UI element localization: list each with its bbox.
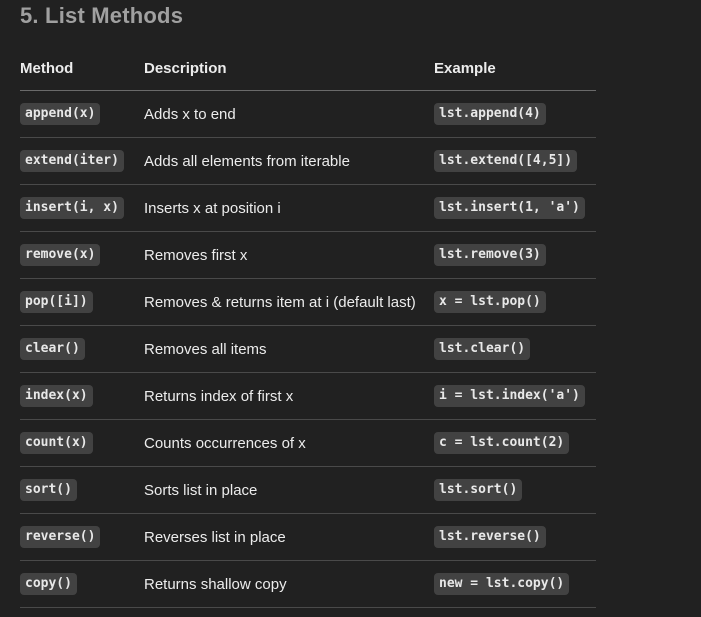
example-code: lst.insert(1, 'a') (434, 197, 585, 219)
example-code: c = lst.count(2) (434, 432, 570, 454)
example-code: x = lst.pop() (434, 291, 546, 313)
list-methods-table: Method Description Example append(x) Add… (20, 46, 596, 608)
table-row: index(x) Returns index of first x i = ls… (20, 373, 596, 420)
example-code: lst.append(4) (434, 103, 546, 125)
method-code: sort() (20, 479, 77, 501)
method-code: copy() (20, 573, 77, 595)
method-code: index(x) (20, 385, 93, 407)
example-code: lst.extend([4,5]) (434, 150, 578, 172)
example-code: i = lst.index('a') (434, 385, 585, 407)
method-code: extend(iter) (20, 150, 124, 172)
method-code: insert(i, x) (20, 197, 124, 219)
method-code: clear() (20, 338, 85, 360)
method-code: count(x) (20, 432, 93, 454)
header-description: Description (144, 59, 227, 77)
description-cell: Returns shallow copy (144, 575, 287, 593)
method-code: reverse() (20, 526, 101, 548)
section-title: 5. List Methods (20, 3, 184, 28)
description-cell: Removes & returns item at i (default las… (144, 293, 416, 311)
table-row: remove(x) Removes first x lst.remove(3) (20, 232, 596, 279)
description-cell: Removes all items (144, 340, 267, 358)
example-code: new = lst.copy() (434, 573, 570, 595)
description-cell: Inserts x at position i (144, 199, 281, 217)
method-code: pop([i]) (20, 291, 93, 313)
table-row: pop([i]) Removes & returns item at i (de… (20, 279, 596, 326)
example-code: lst.clear() (434, 338, 531, 360)
table-row: extend(iter) Adds all elements from iter… (20, 138, 596, 185)
table-row: count(x) Counts occurrences of x c = lst… (20, 420, 596, 467)
description-cell: Adds all elements from iterable (144, 152, 350, 170)
description-cell: Reverses list in place (144, 528, 286, 546)
method-code: append(x) (20, 103, 101, 125)
example-code: lst.remove(3) (434, 244, 546, 266)
example-code: lst.reverse() (434, 526, 546, 548)
table-header-row: Method Description Example (20, 46, 596, 91)
example-code: lst.sort() (434, 479, 523, 501)
description-cell: Sorts list in place (144, 481, 258, 499)
description-cell: Adds x to end (144, 105, 236, 123)
table-row: append(x) Adds x to end lst.append(4) (20, 91, 596, 138)
description-cell: Returns index of first x (144, 387, 294, 405)
description-cell: Counts occurrences of x (144, 434, 306, 452)
method-code: remove(x) (20, 244, 101, 266)
header-method: Method (20, 59, 74, 77)
table-row: sort() Sorts list in place lst.sort() (20, 467, 596, 514)
table-row: clear() Removes all items lst.clear() (20, 326, 596, 373)
table-row: reverse() Reverses list in place lst.rev… (20, 514, 596, 561)
header-example: Example (434, 59, 496, 77)
description-cell: Removes first x (144, 246, 248, 264)
table-row: copy() Returns shallow copy new = lst.co… (20, 561, 596, 608)
table-row: insert(i, x) Inserts x at position i lst… (20, 185, 596, 232)
